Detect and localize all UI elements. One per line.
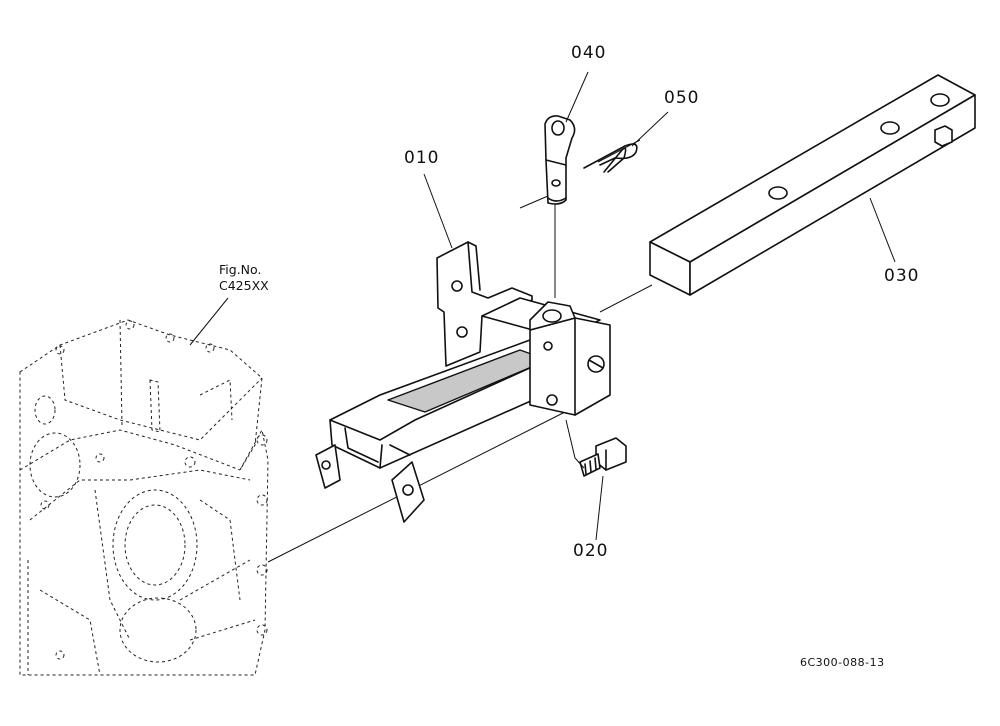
- part-label-020: 020: [573, 541, 609, 561]
- figure-ref-line2: C425XX: [219, 277, 269, 293]
- part-label-010: 010: [404, 148, 440, 168]
- part-label-040: 040: [571, 43, 607, 63]
- part-050-clip: [583, 139, 641, 173]
- leader-010: [423, 173, 453, 249]
- part-020-bolt: [579, 437, 627, 477]
- part-label-050: 050: [664, 88, 700, 108]
- clip-axis-line: [519, 195, 549, 209]
- drawbar-axis-line: [599, 284, 653, 313]
- part-040-pin: [544, 115, 576, 205]
- bolt-axis-line: [565, 419, 585, 469]
- figure-ref-line1: Fig.No.: [219, 262, 262, 277]
- figure-ref-label: Fig.No. C425XX: [219, 262, 269, 293]
- transmission-housing: [19, 319, 269, 676]
- figure-ref-leader: [189, 297, 229, 346]
- part-label-030: 030: [884, 266, 920, 286]
- leader-040: [565, 71, 589, 123]
- leader-050: [631, 111, 669, 147]
- leader-020: [595, 475, 604, 541]
- part-030-drawbar: [649, 74, 976, 296]
- drawing-code: 6C300-088-13: [800, 656, 885, 669]
- part-010-drawbar-bracket: [315, 241, 611, 523]
- leader-030: [869, 197, 896, 263]
